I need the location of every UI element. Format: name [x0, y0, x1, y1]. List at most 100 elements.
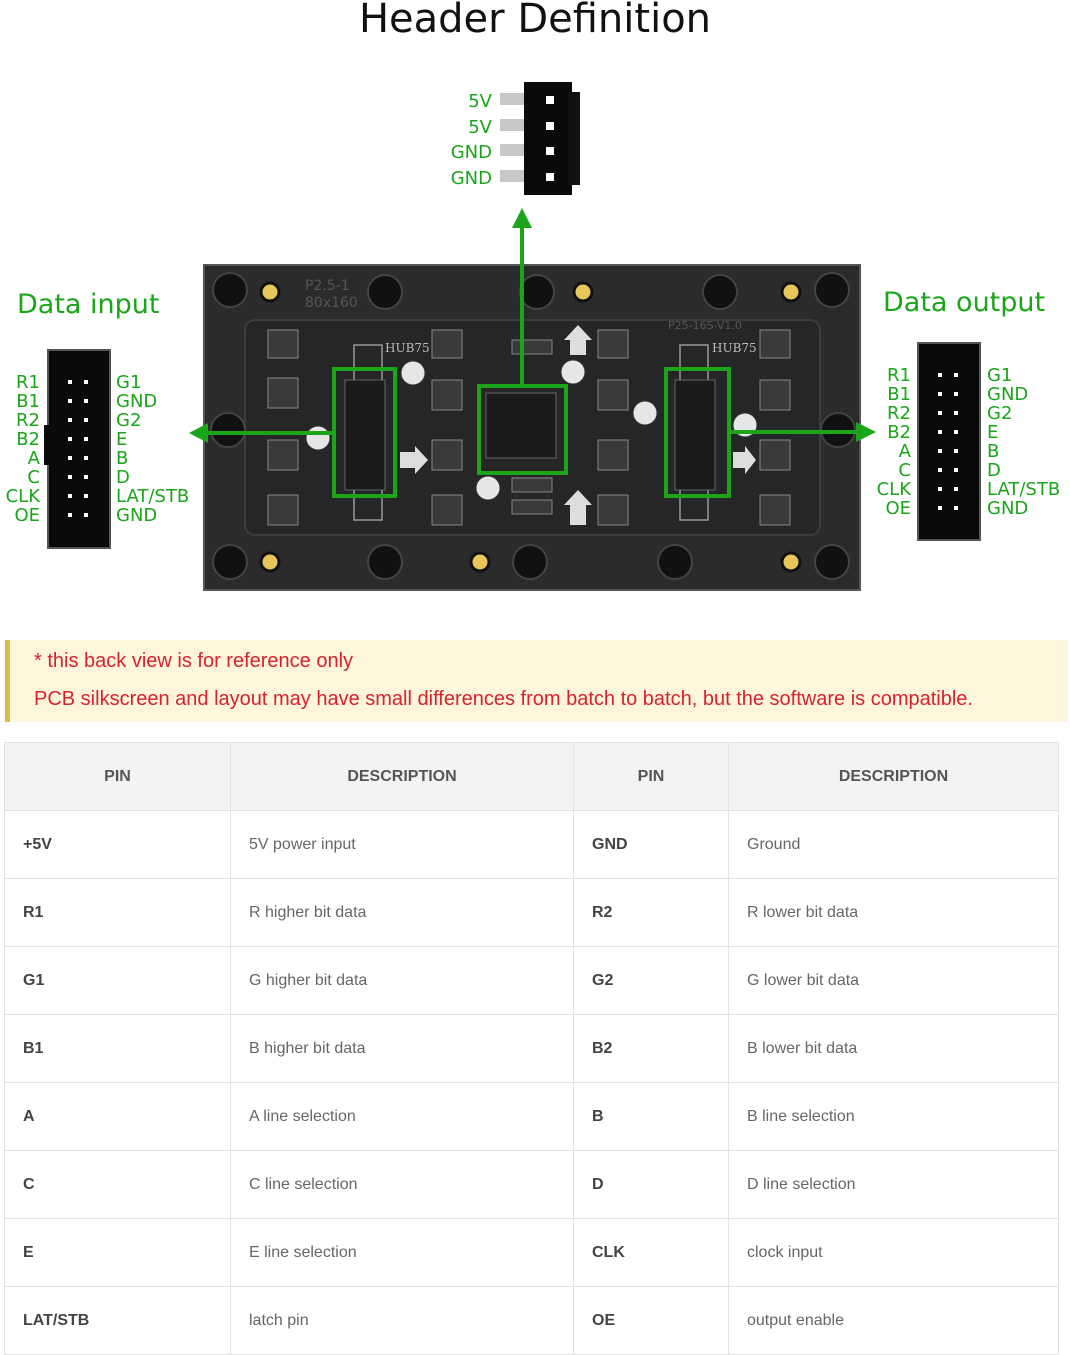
pin-label: OE — [885, 498, 911, 519]
input-idc-connector — [44, 349, 111, 549]
pin-cell: A — [4, 1082, 231, 1151]
pin-label: B — [987, 441, 1000, 462]
idc-pin — [938, 411, 942, 415]
data-output-label: Data output — [883, 287, 1046, 318]
description-cell: R higher bit data — [230, 878, 574, 947]
description-cell: A line selection — [230, 1082, 574, 1151]
pin-cell: CLK — [573, 1218, 729, 1287]
pin-cell: R2 — [573, 878, 729, 947]
pin-label: OE — [14, 505, 40, 526]
pin-label: B2 — [16, 429, 40, 450]
power-pin-label: 5V — [468, 116, 492, 138]
description-cell: C line selection — [230, 1150, 574, 1219]
idc-pin — [938, 373, 942, 377]
pin-cell: B1 — [4, 1014, 231, 1083]
silkscreen-size: 80x160 — [305, 295, 358, 311]
power-header — [500, 82, 580, 195]
idc-pin — [68, 475, 72, 479]
silkscreen-model: P2.5-1 — [305, 278, 350, 294]
idc-pin — [954, 430, 958, 434]
idc-pin — [954, 392, 958, 396]
output-right-pins: G1 GND G2 E B D LAT/STB GND — [987, 366, 1060, 518]
idc-pin — [68, 437, 72, 441]
idc-pin — [938, 487, 942, 491]
idc-pin — [68, 494, 72, 498]
column-header: DESCRIPTION — [230, 742, 574, 811]
description-cell: Ground — [728, 810, 1059, 879]
silkscreen-version: P25-16S-V1.0 — [668, 319, 742, 332]
idc-pin — [68, 418, 72, 422]
pin-label: LAT/STB — [987, 479, 1061, 500]
idc-pin — [938, 506, 942, 510]
pin-cell: R1 — [4, 878, 231, 947]
pin-label: LAT/STB — [116, 486, 190, 507]
description-cell: B higher bit data — [230, 1014, 574, 1083]
page-title: Header Definition — [358, 0, 712, 42]
output-left-pins: R1 B1 R2 B2 A C CLK OE — [860, 366, 911, 518]
pin-cell: +5V — [4, 810, 231, 879]
power-pin-label: GND — [450, 167, 492, 189]
reference-notice: * this back view is for reference only P… — [5, 640, 1068, 722]
notice-line-2: PCB silkscreen and layout may have small… — [34, 688, 973, 710]
pin-cell: G1 — [4, 946, 231, 1015]
pin-label: C — [898, 460, 911, 481]
column-header: PIN — [4, 742, 231, 811]
pin-cell: LAT/STB — [4, 1286, 231, 1355]
board-diagram: P2.5-1 80x160 P25-16S-V1.0 HUB75 HUB75 — [44, 82, 981, 591]
pin-label: E — [987, 422, 999, 443]
pin-label: G1 — [116, 372, 142, 393]
pin-label: GND — [116, 391, 158, 412]
idc-pin — [68, 456, 72, 460]
pin-cell: E — [4, 1218, 231, 1287]
description-cell: 5V power input — [230, 810, 574, 879]
pin-label: CLK — [5, 486, 40, 507]
pin-label: GND — [116, 505, 158, 526]
pin-label: GND — [987, 498, 1029, 519]
notice-line-1: * this back view is for reference only — [34, 650, 354, 672]
pin-cell: C — [4, 1150, 231, 1219]
pin-cell: OE — [573, 1286, 729, 1355]
description-cell: output enable — [728, 1286, 1059, 1355]
description-cell: B line selection — [728, 1082, 1059, 1151]
pin-label: B2 — [887, 422, 911, 443]
power-pin-label: GND — [450, 142, 492, 164]
pin-label: R1 — [16, 372, 40, 393]
pin-label: GND — [987, 384, 1029, 405]
pin-label: D — [987, 460, 1001, 481]
description-cell: R lower bit data — [728, 878, 1059, 947]
pin-label: D — [116, 467, 130, 488]
input-left-pins: R1 B1 R2 B2 A C CLK OE — [0, 373, 40, 525]
pin-cell: D — [573, 1150, 729, 1219]
pin-label: R1 — [887, 365, 911, 386]
arrow-right-icon — [856, 422, 876, 442]
idc-pin — [68, 380, 72, 384]
pin-label: A — [27, 448, 40, 469]
table-header-row: PIN DESCRIPTION PIN DESCRIPTION — [4, 742, 1059, 811]
idc-pin — [84, 456, 88, 460]
idc-pin — [954, 506, 958, 510]
input-right-pins: G1 GND G2 E B D LAT/STB GND — [116, 373, 189, 525]
pin-label: R2 — [887, 403, 911, 424]
connection-highlights — [204, 224, 860, 498]
idc-pin — [938, 468, 942, 472]
description-cell: E line selection — [230, 1218, 574, 1287]
idc-pin — [84, 475, 88, 479]
description-cell: B lower bit data — [728, 1014, 1059, 1083]
pin-label: B1 — [16, 391, 40, 412]
silkscreen-hub75-in: HUB75 — [385, 341, 430, 355]
pin-cell: B2 — [573, 1014, 729, 1083]
pin-label: G1 — [987, 365, 1013, 386]
idc-pin — [954, 487, 958, 491]
idc-pin — [954, 449, 958, 453]
pin-label: C — [27, 467, 40, 488]
idc-pin — [84, 380, 88, 384]
idc-pin — [938, 430, 942, 434]
column-header: DESCRIPTION — [728, 742, 1059, 811]
